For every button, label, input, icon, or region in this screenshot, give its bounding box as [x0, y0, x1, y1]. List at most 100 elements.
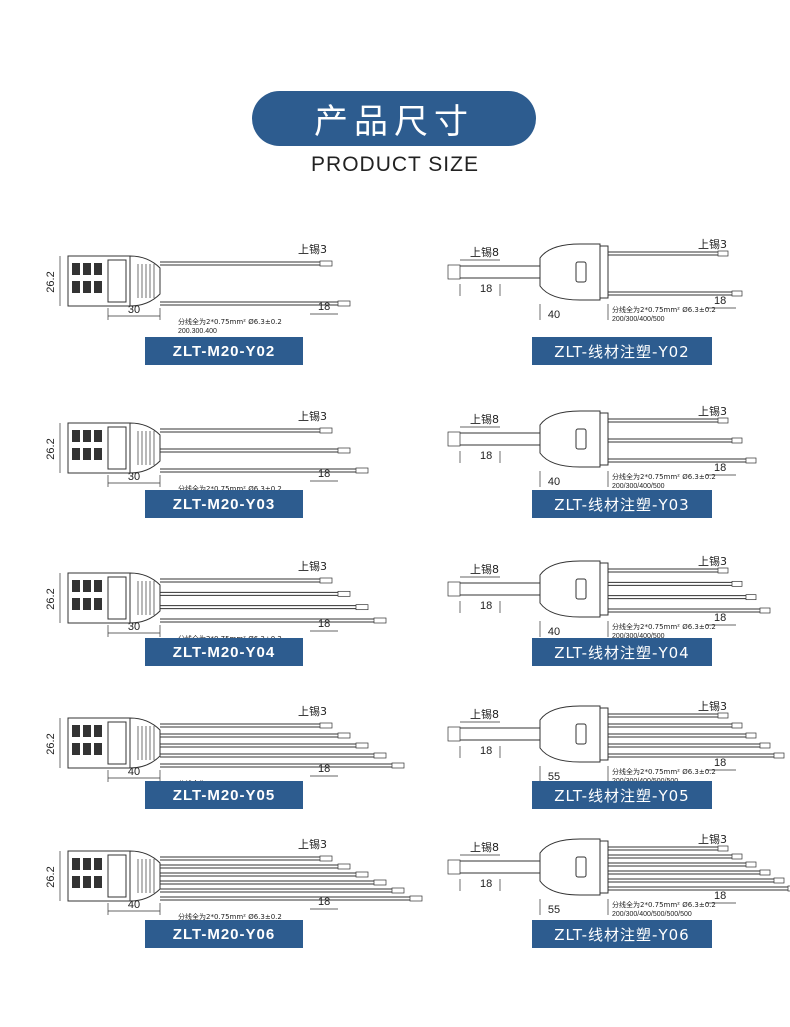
tin-length-label: 上锡3 — [298, 409, 327, 423]
contact-pin — [72, 858, 80, 870]
wire-tip — [373, 879, 387, 886]
model-label-left: ZLT-M20-Y02 — [145, 337, 303, 365]
overmold-window — [575, 578, 587, 600]
tin-length-label: 上锡8 — [470, 840, 499, 854]
dimension-label: 30 — [128, 471, 140, 483]
model-label-right: ZLT-线材注塑-Y02 — [532, 337, 712, 365]
dimension-label: 40 — [128, 766, 140, 778]
wire-tip — [773, 877, 785, 884]
contact-pin — [72, 448, 80, 460]
wire-tip — [731, 722, 743, 729]
dimension-label: 40 — [128, 899, 140, 911]
terminal-block — [107, 721, 127, 765]
contact-pin — [72, 263, 80, 275]
model-label-left: ZLT-M20-Y03 — [145, 490, 303, 518]
split-collar — [599, 840, 609, 894]
overmold-window — [575, 428, 587, 450]
dimension-label: 18 — [480, 745, 492, 757]
overmold-shell — [539, 838, 601, 896]
tin-length-label: 上锡3 — [298, 704, 327, 718]
dimension-label: 40 — [548, 476, 560, 488]
contact-pin — [72, 598, 80, 610]
wire-tip — [355, 742, 369, 749]
wire-spec-label: 分线全为2*0.75mm² Ø6.3±0.2 — [612, 305, 716, 314]
overmold-window — [575, 856, 587, 878]
wire-length-options: 200.300.400 — [178, 328, 217, 335]
dimension-label: 55 — [548, 771, 560, 783]
wire-tip — [337, 447, 351, 454]
dimension-label: 26.2 — [45, 733, 57, 754]
wire-tip — [745, 457, 757, 464]
wire-tip — [319, 855, 333, 862]
contact-pin — [94, 448, 102, 460]
contact-pin — [94, 876, 102, 888]
wire-tip — [447, 726, 461, 742]
contact-pin — [83, 876, 91, 888]
wire-tip — [773, 752, 785, 759]
dimension-label: 18 — [318, 468, 330, 480]
wire-spec-label: 分线全为2*0.75mm² Ø6.3±0.2 — [612, 622, 716, 631]
wire-tip — [355, 604, 369, 611]
contact-pin — [72, 725, 80, 737]
overmold-shell — [539, 410, 601, 468]
model-label-left: ZLT-M20-Y04 — [145, 638, 303, 666]
dimension-label: 18 — [714, 757, 726, 769]
wire-tip — [319, 260, 333, 267]
overmold-shell — [129, 572, 161, 624]
dimension-label: 26.2 — [45, 271, 57, 292]
contact-pin — [94, 725, 102, 737]
split-collar — [599, 412, 609, 466]
model-label-left: ZLT-M20-Y06 — [145, 920, 303, 948]
tin-length-label: 上锡3 — [698, 832, 727, 846]
wire-tip — [759, 742, 771, 749]
model-label-right: ZLT-线材注塑-Y03 — [532, 490, 712, 518]
dimension-label: 26.2 — [45, 866, 57, 887]
wire-tip — [355, 871, 369, 878]
dimension-label: 18 — [318, 301, 330, 313]
tin-length-label: 上锡8 — [470, 245, 499, 259]
dimension-label: 18 — [480, 283, 492, 295]
wire-length-options: 200/300/400/500 — [612, 483, 665, 490]
contact-pin — [94, 580, 102, 592]
model-label-right: ZLT-线材注塑-Y05 — [532, 781, 712, 809]
wire-tip — [731, 853, 743, 860]
contact-pin — [83, 725, 91, 737]
contact-pin — [72, 430, 80, 442]
wire-tip — [337, 863, 351, 870]
wire-tip — [447, 431, 461, 447]
wire-tip — [447, 581, 461, 597]
wire-tip — [717, 417, 729, 424]
wire-tip — [745, 732, 757, 739]
dimension-label: 18 — [318, 618, 330, 630]
tin-length-label: 上锡8 — [470, 562, 499, 576]
overmold-shell — [539, 560, 601, 618]
split-collar — [599, 707, 609, 761]
wire-tip — [717, 567, 729, 574]
page-title: 产品尺寸 — [314, 102, 474, 142]
contact-pin — [83, 263, 91, 275]
dimension-label: 40 — [548, 626, 560, 638]
wire-tip — [745, 594, 757, 601]
split-collar — [599, 562, 609, 616]
contact-pin — [83, 580, 91, 592]
wire-tip — [319, 577, 333, 584]
wire-tip — [717, 712, 729, 719]
wire-tip — [717, 250, 729, 257]
wire-length-options: 200/300/400/500 — [612, 316, 665, 323]
dimension-label: 18 — [714, 462, 726, 474]
dimension-label: 18 — [480, 450, 492, 462]
contact-pin — [72, 281, 80, 293]
contact-pin — [83, 281, 91, 293]
overmold-shell — [539, 705, 601, 763]
tin-length-label: 上锡3 — [698, 554, 727, 568]
wire-tip — [391, 762, 405, 769]
overmold-window — [575, 723, 587, 745]
